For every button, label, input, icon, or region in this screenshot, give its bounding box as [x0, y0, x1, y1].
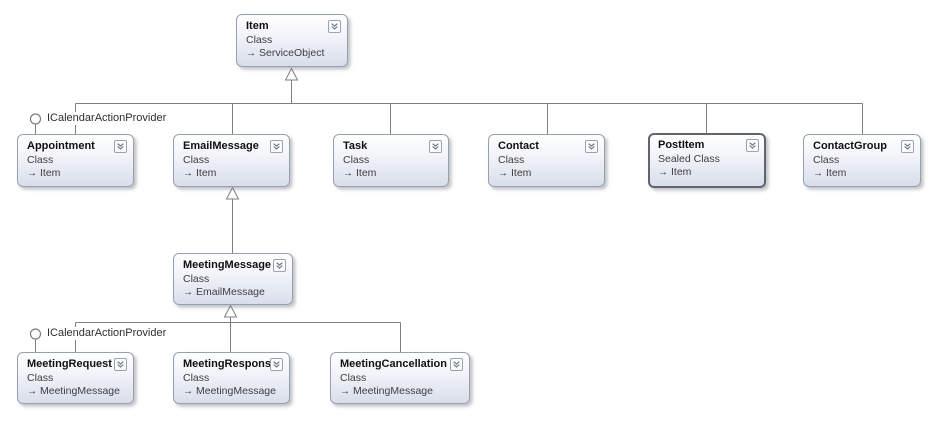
base-type-row: →Item — [343, 167, 440, 180]
base-type: ServiceObject — [259, 47, 325, 59]
class-name: Task — [343, 140, 368, 152]
base-type: Item — [511, 167, 532, 179]
base-type: Item — [671, 166, 692, 178]
class-name: Appointment — [27, 140, 95, 152]
class-node-contact[interactable]: Contact Class →Item — [488, 134, 605, 187]
base-type: MeetingMessage — [196, 385, 276, 397]
inheritance-triangle-emailmessage — [225, 186, 240, 200]
inherits-arrow-icon: → — [27, 168, 37, 179]
class-node-meetingrequest[interactable]: MeetingRequest Class →MeetingMessage — [17, 352, 134, 404]
collapse-chevron-icon[interactable] — [114, 140, 127, 153]
base-type-row: →Item — [498, 167, 596, 180]
class-kind: Class — [183, 372, 210, 384]
class-name: ContactGroup — [813, 140, 887, 152]
class-name: MeetingRequest — [27, 358, 112, 370]
base-type: Item — [40, 167, 61, 179]
base-type: Item — [356, 167, 377, 179]
class-node-meetingcancellation[interactable]: MeetingCancellation Class →MeetingMessag… — [330, 352, 470, 404]
base-type-row: →Item — [183, 167, 281, 180]
base-type-row: →Item — [813, 167, 912, 180]
collapse-chevron-icon[interactable] — [270, 358, 283, 371]
inherits-arrow-icon: → — [340, 386, 350, 397]
class-node-meetingresponse[interactable]: MeetingResponse Class →MeetingMessage — [173, 352, 290, 404]
inherits-arrow-icon: → — [658, 167, 668, 178]
base-type-row: →MeetingMessage — [340, 385, 461, 398]
base-type-row: →EmailMessage — [183, 286, 284, 299]
class-name: MeetingCancellation — [340, 358, 447, 370]
class-name: Item — [246, 20, 269, 32]
inheritance-triangle-item — [284, 67, 299, 81]
inherits-arrow-icon: → — [246, 48, 256, 59]
interface-lollipop-icon — [29, 328, 42, 340]
collapse-chevron-icon[interactable] — [270, 140, 283, 153]
collapse-chevron-icon[interactable] — [429, 140, 442, 153]
inherits-arrow-icon: → — [183, 168, 193, 179]
base-type: EmailMessage — [196, 286, 265, 298]
class-kind: Sealed Class — [658, 153, 720, 165]
class-name: MeetingResponse — [183, 358, 278, 370]
inherits-arrow-icon: → — [498, 168, 508, 179]
class-kind: Class — [27, 372, 54, 384]
class-kind: Class — [183, 154, 210, 166]
collapse-chevron-icon[interactable] — [585, 140, 598, 153]
class-kind: Class — [813, 154, 840, 166]
base-type-row: →MeetingMessage — [27, 385, 125, 398]
inherits-arrow-icon: → — [813, 168, 823, 179]
class-kind: Class — [343, 154, 370, 166]
class-name: MeetingMessage — [183, 259, 272, 271]
class-node-meetingmessage[interactable]: MeetingMessage Class →EmailMessage — [173, 253, 293, 305]
collapse-chevron-icon[interactable] — [450, 358, 463, 371]
class-kind: Class — [246, 34, 273, 46]
base-type-row: →Item — [27, 167, 125, 180]
interface-lollipop-icon — [29, 113, 42, 125]
class-name: PostItem — [658, 139, 705, 151]
collapse-chevron-icon[interactable] — [746, 139, 759, 152]
collapse-chevron-icon[interactable] — [273, 259, 286, 272]
inherits-arrow-icon: → — [343, 168, 353, 179]
class-node-contactgroup[interactable]: ContactGroup Class →Item — [803, 134, 921, 187]
class-name: Contact — [498, 140, 539, 152]
class-kind: Class — [340, 372, 367, 384]
class-kind: Class — [27, 154, 54, 166]
inherits-arrow-icon: → — [183, 287, 193, 298]
interface-label-icalendaractionprovider: ICalendarActionProvider — [45, 112, 169, 125]
base-type-row: →ServiceObject — [246, 47, 339, 60]
base-type: MeetingMessage — [40, 385, 120, 397]
base-type: Item — [196, 167, 217, 179]
class-node-item[interactable]: Item Class →ServiceObject — [236, 14, 348, 67]
collapse-chevron-icon[interactable] — [328, 20, 341, 33]
collapse-chevron-icon[interactable] — [901, 140, 914, 153]
class-name: EmailMessage — [183, 140, 259, 152]
class-node-postitem[interactable]: PostItem Sealed Class →Item — [648, 133, 766, 188]
base-type: Item — [826, 167, 847, 179]
interface-label-icalendaractionprovider: ICalendarActionProvider — [45, 327, 169, 340]
base-type-row: →Item — [658, 166, 757, 179]
class-node-task[interactable]: Task Class →Item — [333, 134, 449, 187]
inheritance-triangle-meetingmessage — [223, 304, 238, 318]
class-kind: Class — [183, 273, 210, 285]
base-type: MeetingMessage — [353, 385, 433, 397]
class-node-appointment[interactable]: Appointment Class →Item — [17, 134, 134, 187]
inherits-arrow-icon: → — [27, 386, 37, 397]
collapse-chevron-icon[interactable] — [114, 358, 127, 371]
inherits-arrow-icon: → — [183, 386, 193, 397]
base-type-row: →MeetingMessage — [183, 385, 281, 398]
class-kind: Class — [498, 154, 525, 166]
class-node-emailmessage[interactable]: EmailMessage Class →Item — [173, 134, 290, 187]
